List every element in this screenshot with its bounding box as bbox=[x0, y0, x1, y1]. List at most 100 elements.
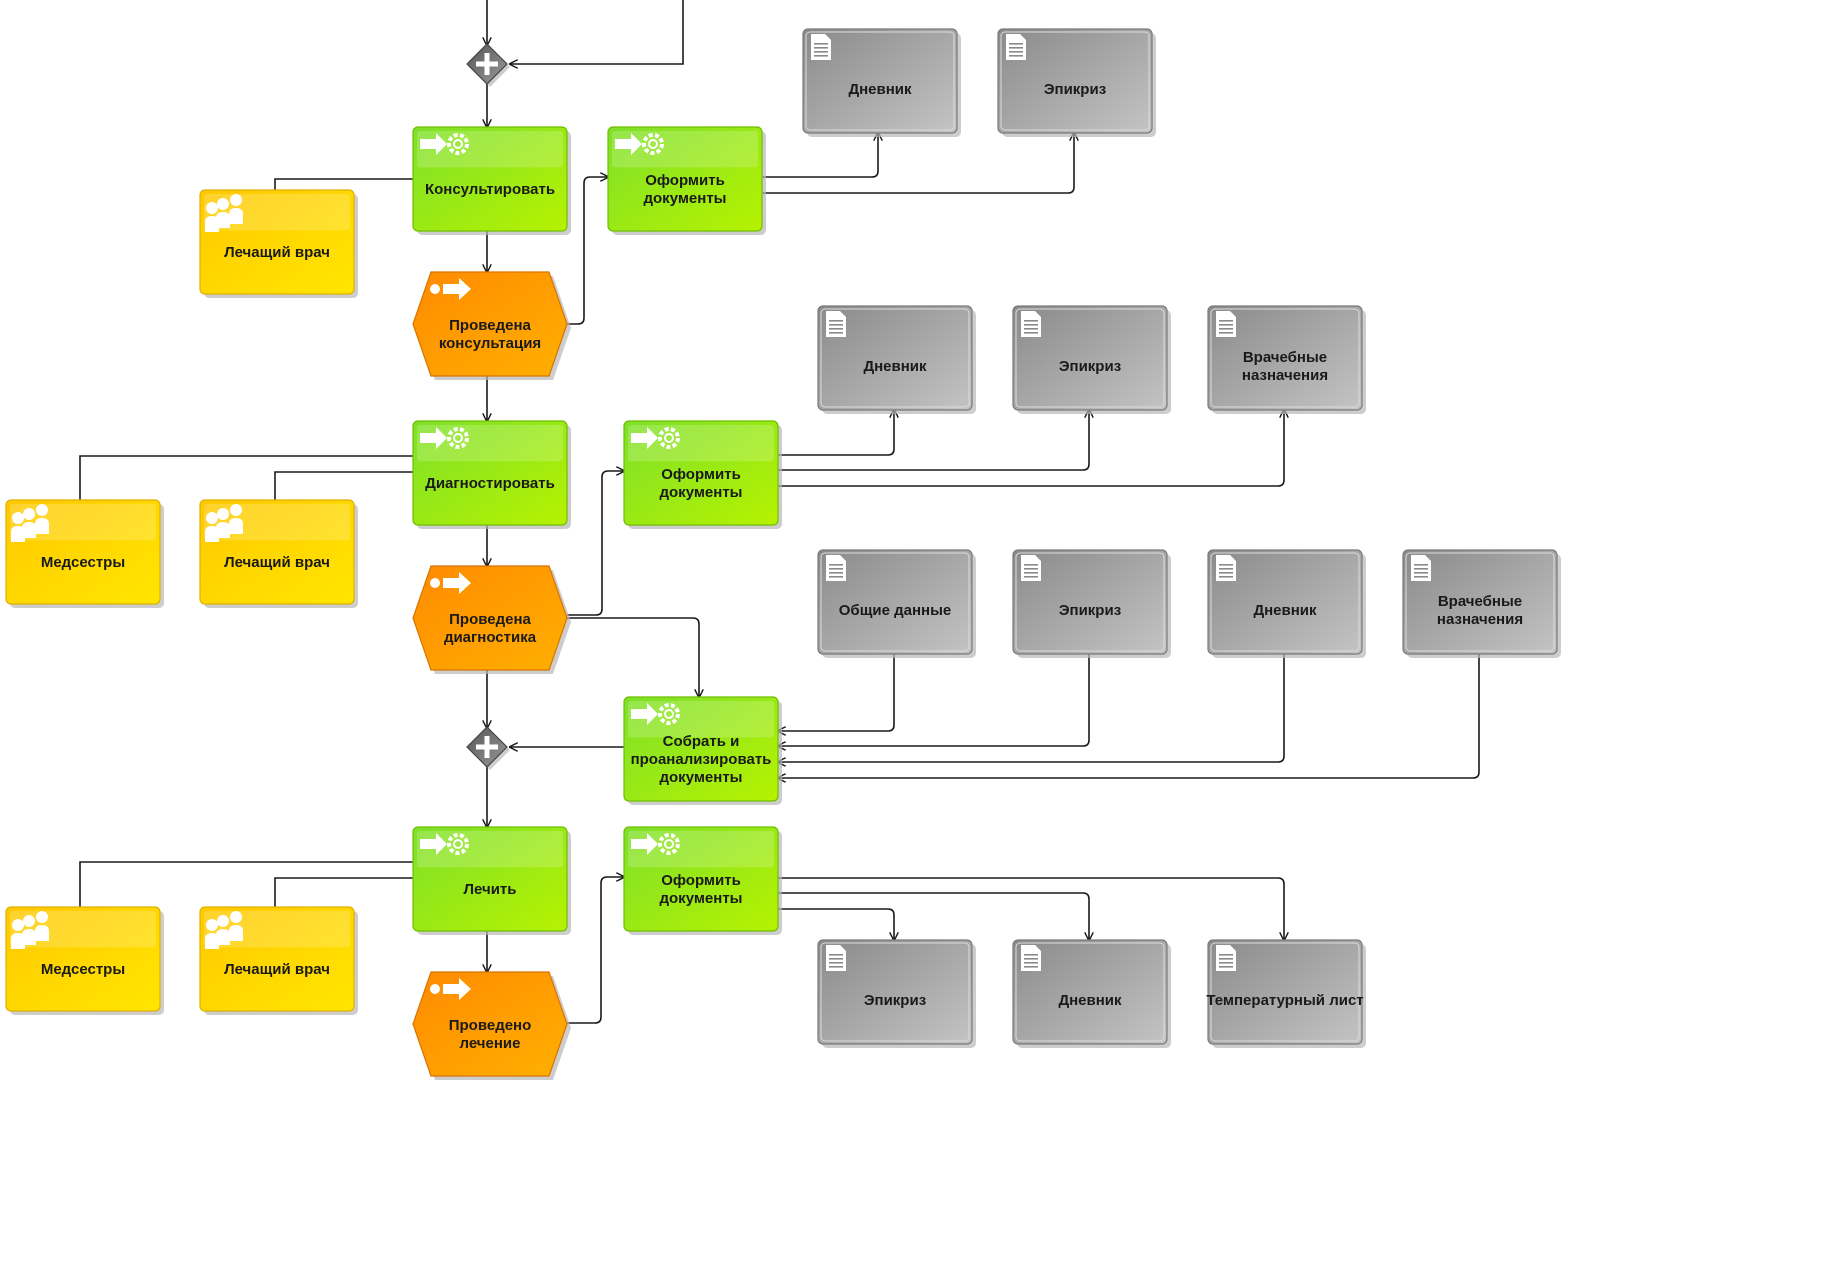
document-d2[interactable]: Эпикриз bbox=[997, 28, 1156, 137]
document-d7[interactable]: Эпикриз bbox=[1012, 549, 1171, 658]
shape-label: Лечащий врач bbox=[224, 554, 330, 571]
shape-label: Врачебные bbox=[1438, 593, 1522, 610]
event-arrow-icon bbox=[430, 278, 471, 300]
flow-arrow-19 bbox=[778, 654, 1090, 746]
document-icon bbox=[1411, 555, 1431, 581]
role-r5[interactable]: Лечащий врач bbox=[199, 906, 358, 1015]
function-f6[interactable]: Лечить bbox=[412, 826, 571, 935]
shape-label: Общие данные bbox=[839, 602, 951, 619]
shape-label: Лечащий врач bbox=[224, 961, 330, 978]
flow-arrow-2 bbox=[510, 0, 684, 64]
document-d3[interactable]: Дневник bbox=[817, 305, 976, 414]
shape-label: Оформить bbox=[645, 172, 725, 189]
flow-arrow-7 bbox=[762, 133, 1074, 194]
flow-arrow-21 bbox=[778, 654, 1480, 778]
shape-label: Медсестры bbox=[41, 554, 125, 571]
assignment-line-1 bbox=[274, 178, 413, 190]
document-icon bbox=[1021, 555, 1041, 581]
people-group-icon bbox=[205, 504, 243, 542]
document-d1[interactable]: Дневник bbox=[802, 28, 961, 137]
role-r3[interactable]: Лечащий врач bbox=[199, 499, 358, 608]
process-arrow-gear-icon bbox=[631, 833, 680, 855]
document-icon bbox=[1216, 311, 1236, 337]
document-icon bbox=[826, 311, 846, 337]
people-group-icon bbox=[205, 194, 243, 232]
shape-label: Консультировать bbox=[425, 181, 555, 198]
and-gateway-g1[interactable] bbox=[466, 43, 510, 87]
shape-label: назначения bbox=[1437, 611, 1523, 628]
process-arrow-gear-icon bbox=[631, 703, 680, 725]
shape-label: консультация bbox=[439, 335, 541, 352]
role-r2[interactable]: Медсестры bbox=[5, 499, 164, 608]
shape-label: Собрать и bbox=[663, 733, 740, 750]
document-icon bbox=[826, 945, 846, 971]
flow-arrow-6 bbox=[762, 133, 878, 178]
people-group-icon bbox=[11, 504, 49, 542]
function-f3[interactable]: Диагностировать bbox=[412, 420, 571, 529]
event-arrow-icon bbox=[430, 978, 471, 1000]
shape-label: Оформить bbox=[661, 466, 741, 483]
shape-label: Диагностировать bbox=[425, 475, 555, 492]
shape-label: Эпикриз bbox=[864, 992, 926, 1009]
flow-arrow-20 bbox=[778, 654, 1285, 762]
document-icon bbox=[1021, 311, 1041, 337]
event-arrow-icon bbox=[430, 572, 471, 594]
and-gateway-g2[interactable] bbox=[466, 726, 510, 770]
shape-label: документы bbox=[660, 890, 743, 907]
process-arrow-gear-icon bbox=[615, 133, 664, 155]
function-f1[interactable]: Консультировать bbox=[412, 126, 571, 235]
document-d6[interactable]: Общие данные bbox=[817, 549, 976, 658]
flow-arrow-26 bbox=[778, 908, 894, 940]
shape-label: Медсестры bbox=[41, 961, 125, 978]
role-r1[interactable]: Лечащий врач bbox=[199, 189, 358, 298]
shape-label: Дневник bbox=[1253, 602, 1317, 619]
flow-arrow-23 bbox=[567, 877, 624, 1024]
document-d4[interactable]: Эпикриз bbox=[1012, 305, 1171, 414]
document-icon bbox=[826, 555, 846, 581]
document-d11[interactable]: Дневник bbox=[1012, 939, 1171, 1048]
shape-label: документы bbox=[660, 769, 743, 786]
flow-arrow-13 bbox=[778, 410, 1284, 487]
shape-label: Дневник bbox=[1058, 992, 1122, 1009]
process-arrow-gear-icon bbox=[631, 427, 680, 449]
document-d12[interactable]: Температурный лист bbox=[1206, 939, 1366, 1048]
connectors bbox=[79, 0, 1480, 1024]
shape-label: Дневник bbox=[848, 81, 912, 98]
flow-arrow-12 bbox=[778, 410, 1089, 471]
plus-icon bbox=[476, 736, 498, 758]
shape-label: Оформить bbox=[661, 872, 741, 889]
shape-label: Температурный лист bbox=[1206, 992, 1363, 1009]
document-icon bbox=[811, 34, 831, 60]
shape-label: Лечащий врач bbox=[224, 244, 330, 261]
flow-arrow-14 bbox=[567, 617, 699, 697]
people-group-icon bbox=[205, 911, 243, 949]
role-r4[interactable]: Медсестры bbox=[5, 906, 164, 1015]
shape-label: проанализировать bbox=[631, 751, 772, 768]
process-arrow-gear-icon bbox=[420, 133, 469, 155]
flow-arrow-10 bbox=[567, 471, 624, 616]
plus-icon bbox=[476, 53, 498, 75]
shape-label: Врачебные bbox=[1243, 349, 1327, 366]
assignment-line-2 bbox=[79, 455, 413, 500]
shape-label: Проведена bbox=[449, 611, 531, 628]
assignment-line-3 bbox=[274, 471, 413, 500]
document-d10[interactable]: Эпикриз bbox=[817, 939, 976, 1048]
document-icon bbox=[1021, 945, 1041, 971]
shape-label: диагностика bbox=[444, 629, 537, 646]
flow-arrow-11 bbox=[778, 410, 894, 456]
process-arrow-gear-icon bbox=[420, 833, 469, 855]
shape-label: Проведена bbox=[449, 317, 531, 334]
document-d8[interactable]: Дневник bbox=[1207, 549, 1366, 658]
flow-arrow-5 bbox=[567, 177, 608, 325]
